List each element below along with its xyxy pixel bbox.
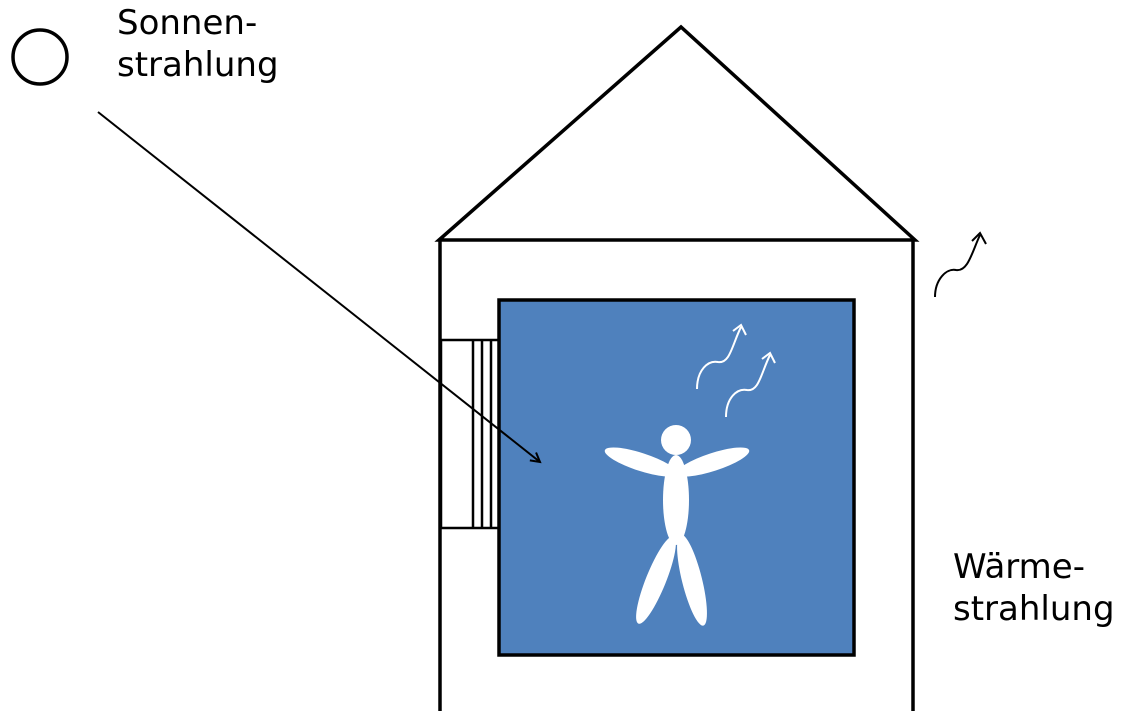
window-icon xyxy=(441,340,499,528)
sun-ray-arrow xyxy=(98,112,540,462)
heat-radiation-label: Wärme- strahlung xyxy=(953,546,1115,630)
heat-radiation-label-line2: strahlung xyxy=(953,588,1115,630)
sun-radiation-label-line2: strahlung xyxy=(117,44,279,86)
heat-wave-outside-arrow xyxy=(935,233,986,297)
sun-radiation-label-line1: Sonnen- xyxy=(117,2,279,44)
sun-icon xyxy=(13,30,67,84)
house-roof xyxy=(439,27,915,240)
sun-radiation-label: Sonnen- strahlung xyxy=(117,2,279,86)
heat-radiation-label-line1: Wärme- xyxy=(953,546,1115,588)
